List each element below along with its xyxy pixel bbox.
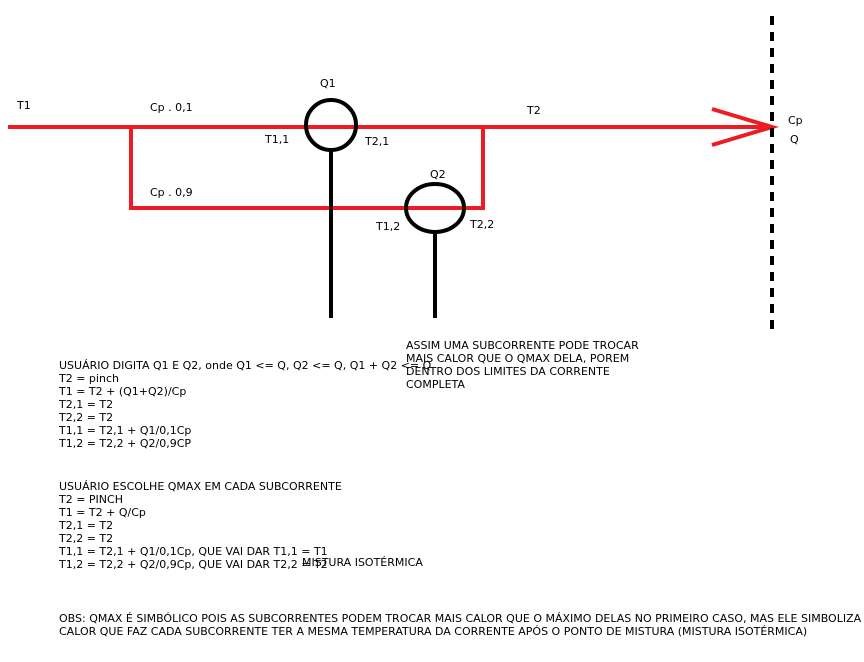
case2-line: T2 = PINCH: [59, 493, 123, 506]
label-t2-1: T2,1: [365, 135, 390, 148]
label-cp: Cp: [788, 114, 803, 127]
exchanger-q2-circle: [404, 182, 466, 234]
case2-line: T1 = T2 + Q/Cp: [59, 506, 146, 519]
case2-equations: USUÁRIO ESCOLHE QMAX EM CADA SUBCORRENTE…: [59, 480, 342, 571]
label-mixture: MISTURA ISOTÉRMICA: [302, 556, 423, 569]
label-t2-2: T2,2: [470, 218, 495, 231]
case2-line: T1,2 = T2,2 + Q2/0,9Cp, QUE VAI DAR T2,2…: [59, 558, 328, 571]
observation-line: OBS: QMAX É SIMBÓLICO POIS AS SUBCORRENT…: [59, 612, 864, 625]
case1-line: T1,1 = T2,1 + Q1/0,1Cp: [59, 424, 192, 437]
case1-line: T2,2 = T2: [59, 411, 114, 424]
note-subcurrent-line: ASSIM UMA SUBCORRENTE PODE TROCAR: [406, 339, 639, 352]
note-subcurrent-line: MAIS CALOR QUE O QMAX DELA, POREM: [406, 352, 630, 365]
case2-line: T2,1 = T2: [59, 519, 114, 532]
note-subcurrent-line: DENTRO DOS LIMITES DA CORRENTE: [406, 365, 610, 378]
label-t2: T2: [527, 104, 541, 117]
exchanger-q1-circle: [304, 98, 358, 152]
stream-arrowhead: [711, 107, 779, 147]
label-t1-2: T1,2: [376, 220, 401, 233]
label-t1: T1: [17, 99, 31, 112]
label-q1: Q1: [320, 77, 336, 90]
case2-line: USUÁRIO ESCOLHE QMAX EM CADA SUBCORRENTE: [59, 480, 342, 493]
case1-line: USUÁRIO DIGITA Q1 E Q2, onde Q1 <= Q, Q2…: [59, 359, 432, 372]
observation-line: CALOR QUE FAZ CADA SUBCORRENTE TER A MES…: [59, 625, 808, 638]
label-t1-1: T1,1: [265, 133, 290, 146]
case1-line: T2,1 = T2: [59, 398, 114, 411]
note-subcurrent: ASSIM UMA SUBCORRENTE PODE TROCAR MAIS C…: [406, 339, 639, 391]
case1-line: T1 = T2 + (Q1+Q2)/Cp: [59, 385, 187, 398]
label-q: Q: [790, 133, 799, 146]
note-subcurrent-line: COMPLETA: [406, 378, 465, 391]
case2-line: T2,2 = T2: [59, 532, 114, 545]
label-q2: Q2: [430, 168, 446, 181]
label-cp-09: Cp . 0,9: [150, 186, 193, 199]
case1-equations: USUÁRIO DIGITA Q1 E Q2, onde Q1 <= Q, Q2…: [59, 359, 431, 450]
label-cp-01: Cp . 0,1: [150, 101, 193, 114]
case2-line: T1,1 = T2,1 + Q1/0,1Cp, QUE VAI DAR T1,1…: [59, 545, 328, 558]
branch-stream-line: [129, 127, 485, 210]
observation-note: OBS: QMAX É SIMBÓLICO POIS AS SUBCORRENT…: [59, 612, 864, 638]
case1-line: T1,2 = T2,2 + Q2/0,9CP: [59, 437, 192, 450]
case1-line: T2 = pinch: [59, 372, 119, 385]
